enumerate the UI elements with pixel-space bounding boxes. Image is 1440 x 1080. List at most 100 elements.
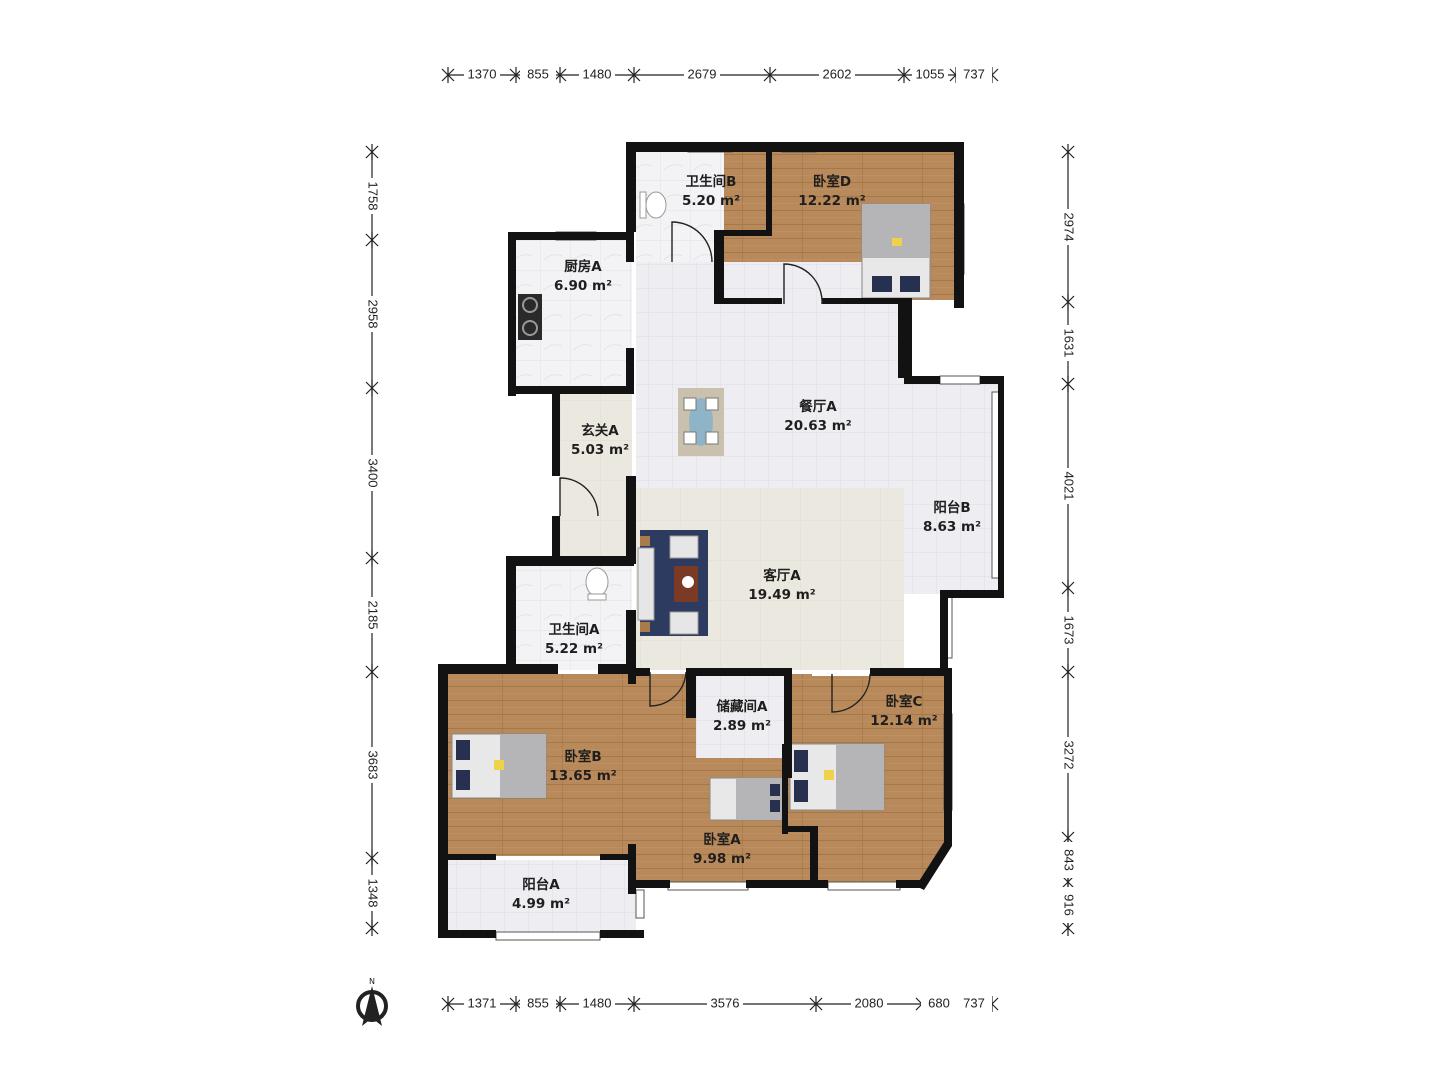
room-area-bath-b: 5.20 m² <box>682 193 740 209</box>
dimension-label-bg <box>851 996 887 1012</box>
dimension-label: 2679 <box>688 66 717 81</box>
dimension-label: 1480 <box>583 995 612 1010</box>
dimension-label-bg <box>1060 842 1076 878</box>
room-area-storage-a: 2.89 m² <box>713 718 771 734</box>
dimension-label-bg <box>684 67 720 83</box>
bed-icon <box>451 733 547 799</box>
dimension-tick <box>1061 376 1075 392</box>
bed-icon <box>861 203 931 299</box>
dimension-label-bg <box>364 747 380 783</box>
dimension-label: 2958 <box>366 300 381 329</box>
walls <box>438 142 1004 938</box>
dimension-label: 1370 <box>468 66 497 81</box>
dimension-label: 1371 <box>468 995 497 1010</box>
dimension-label-bg <box>364 296 380 332</box>
room-area-living-a: 19.49 m² <box>748 587 815 603</box>
window <box>939 375 981 385</box>
dimension-label: 737 <box>963 995 985 1010</box>
door-swing <box>671 221 713 263</box>
furniture <box>451 191 931 821</box>
window <box>495 931 601 941</box>
door-swing <box>831 673 871 713</box>
dimension-label-bg <box>1060 209 1076 245</box>
bed-icon <box>789 743 885 811</box>
dimension-label-bg <box>579 67 615 83</box>
dimension-label: 1348 <box>366 879 381 908</box>
dimension-label-bg <box>364 178 380 214</box>
dimension-label-bg <box>464 67 500 83</box>
room-area-balcony-a: 4.99 m² <box>512 896 570 912</box>
dimension-tick <box>809 996 823 1012</box>
dimension-label-bg <box>921 996 957 1012</box>
room-name-balcony-b: 阳台B <box>933 499 970 516</box>
compass-icon: N <box>356 977 388 1026</box>
room-name-storage-a: 储藏间A <box>716 698 768 715</box>
window <box>827 881 901 891</box>
dimension-tick <box>1061 664 1075 680</box>
dimension-label-bg <box>1060 737 1076 773</box>
room-name-balcony-a: 阳台A <box>522 876 560 893</box>
dimension-label-bg <box>1060 325 1076 361</box>
dimension-label: 3576 <box>711 995 740 1010</box>
dimension-label: 1055 <box>916 66 945 81</box>
dimension-label-bg <box>956 996 992 1012</box>
dimension-label: 737 <box>963 66 985 81</box>
dimension-label: 2185 <box>366 601 381 630</box>
floor-balcony-b <box>904 384 998 594</box>
room-name-bedroom-d: 卧室D <box>813 173 851 190</box>
dimension-label: 1758 <box>366 182 381 211</box>
room-area-kitchen-a: 6.90 m² <box>554 278 612 294</box>
dimension-label-bg <box>364 597 380 633</box>
room-labels: 卫生间B 5.20 m² 卧室D 12.22 m² 厨房A 6.90 m² 餐厅… <box>512 173 981 912</box>
dimension-label: 855 <box>527 995 549 1010</box>
dimension-label-bg <box>464 996 500 1012</box>
room-area-bedroom-b: 13.65 m² <box>549 768 616 784</box>
dimension-label: 3683 <box>366 751 381 780</box>
dimension-tick <box>1061 144 1075 160</box>
dimension-label: 1631 <box>1062 329 1077 358</box>
dimension-label-bg <box>364 455 380 491</box>
dimension-bottom: 1371 855 1480 3576 2080 680 737 <box>441 995 999 1012</box>
dimension-label: 3272 <box>1062 741 1077 770</box>
floor-storage-a <box>696 676 784 758</box>
dimension-tick <box>365 380 379 396</box>
room-area-foyer-a: 5.03 m² <box>571 442 629 458</box>
dimension-label-bg <box>1060 887 1076 923</box>
dimension-tick <box>1061 294 1075 310</box>
dimension-tick <box>441 67 455 83</box>
dimension-label-bg <box>364 875 380 911</box>
dimension-label: 843 <box>1062 849 1077 871</box>
dimension-label-bg <box>956 67 992 83</box>
compass-label: N <box>369 977 375 986</box>
dimension-tick <box>365 232 379 248</box>
toilet-icon <box>585 567 609 601</box>
dimension-tick <box>365 550 379 566</box>
dimension-tick <box>627 996 641 1012</box>
dimension-tick <box>1061 580 1075 596</box>
dimension-label: 1673 <box>1062 616 1077 645</box>
sofa-set-icon <box>637 530 708 636</box>
dimension-label: 680 <box>928 995 950 1010</box>
floor-foyer-a <box>560 392 632 558</box>
floor-bath-a <box>516 566 632 670</box>
room-name-bedroom-b: 卧室B <box>564 748 601 765</box>
dimension-tick <box>365 144 379 160</box>
dimension-tick <box>365 920 379 936</box>
dimension-tick <box>441 996 455 1012</box>
dimension-label: 2080 <box>855 995 884 1010</box>
room-area-bedroom-c: 12.14 m² <box>870 713 937 729</box>
room-area-bath-a: 5.22 m² <box>545 641 603 657</box>
room-name-bedroom-a: 卧室A <box>703 831 741 848</box>
dimension-label-bg <box>707 996 743 1012</box>
doors <box>559 221 871 713</box>
door-swing <box>649 671 687 707</box>
dimension-label: 916 <box>1062 894 1077 916</box>
toilet-icon <box>639 191 667 219</box>
room-area-bedroom-d: 12.22 m² <box>798 193 865 209</box>
dimension-label-bg <box>1060 612 1076 648</box>
dimension-label-bg <box>520 996 556 1012</box>
bed-icon <box>709 777 783 821</box>
